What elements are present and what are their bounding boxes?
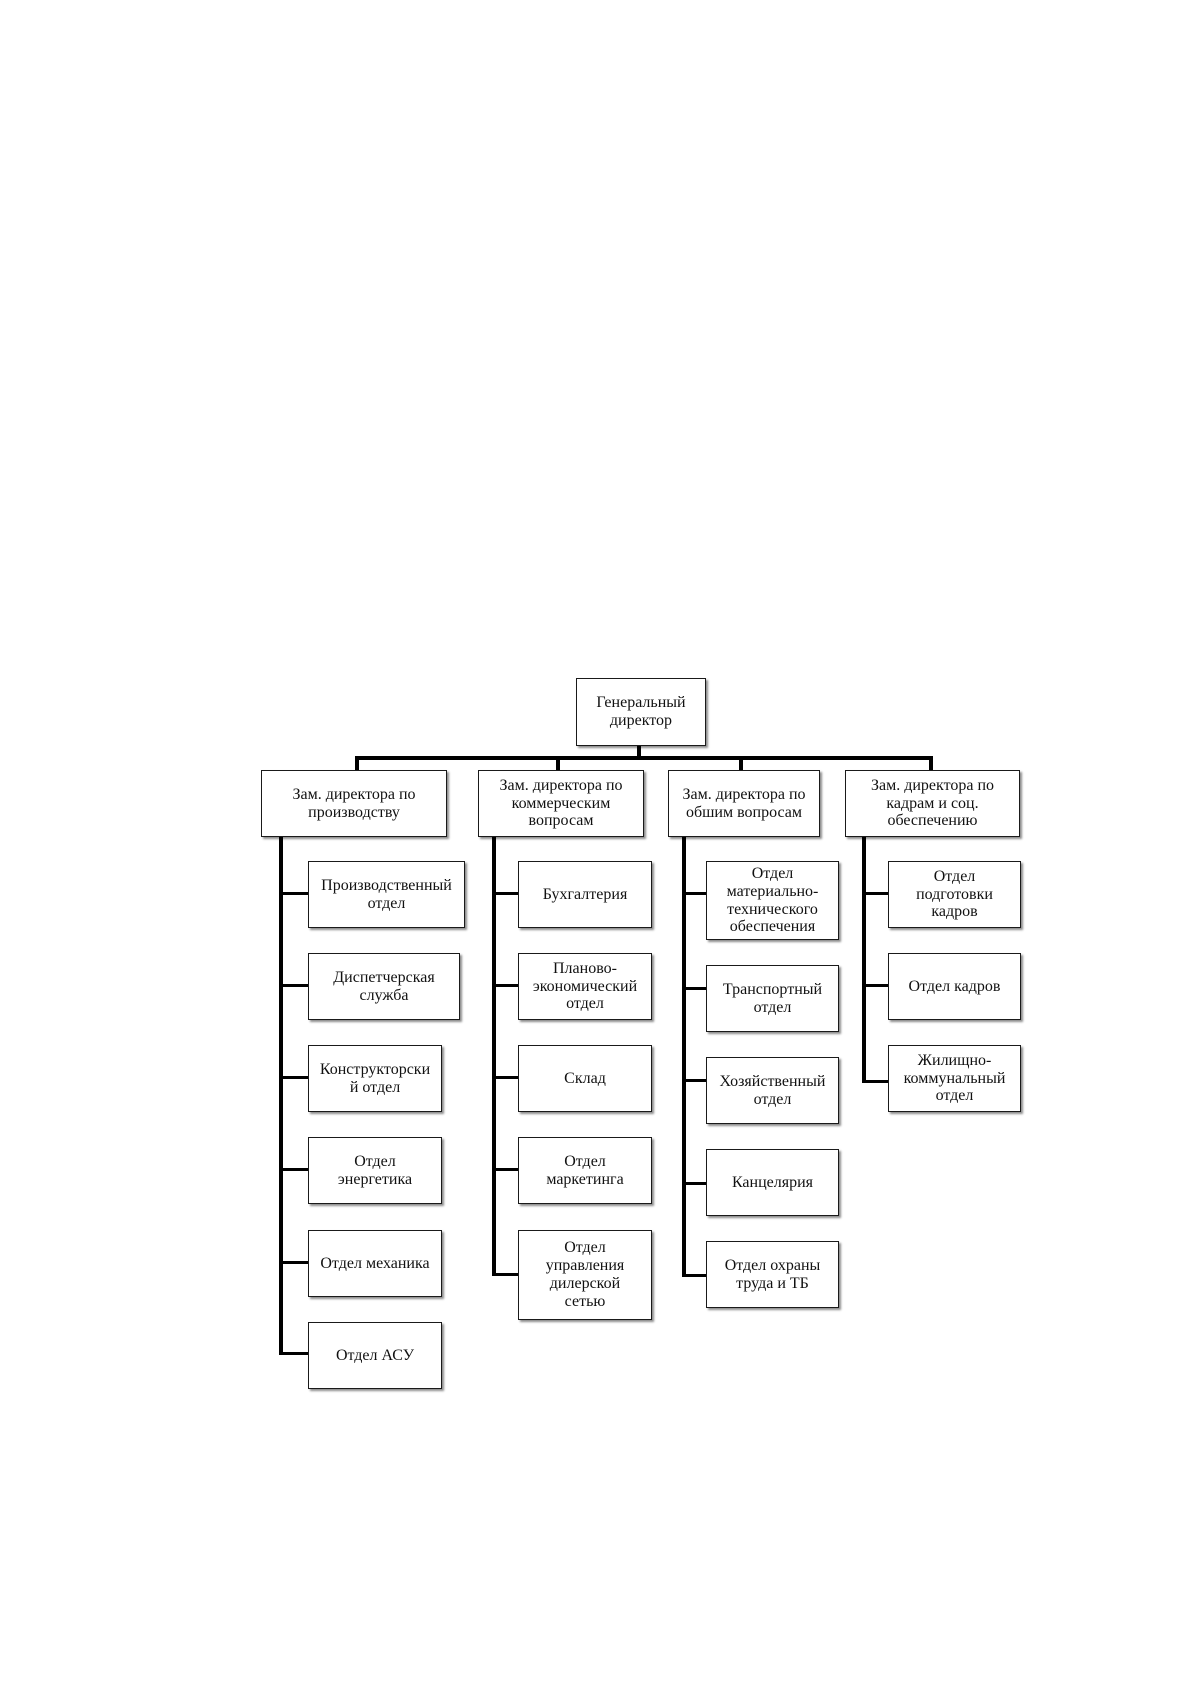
deputy-4-drop xyxy=(929,756,933,771)
department-box: Склад xyxy=(518,1045,652,1112)
department-label: Бухгалтерия xyxy=(542,885,628,903)
department-box: Отдел кадров xyxy=(888,953,1021,1020)
root-connector xyxy=(637,745,641,760)
branch-1-tick xyxy=(279,984,308,987)
branch-2-tick xyxy=(492,984,518,987)
department-box: Канцелярия xyxy=(706,1149,839,1216)
deputy-2-drop xyxy=(556,756,560,771)
branch-4-spine xyxy=(862,836,866,1083)
branch-4-tick xyxy=(862,1080,888,1083)
branch-3-tick xyxy=(682,1182,706,1185)
branch-3-spine xyxy=(682,836,686,1277)
deputy-3-drop xyxy=(739,756,743,771)
branch-2-spine xyxy=(492,836,496,1276)
department-label: Канцелярия xyxy=(731,1173,814,1191)
department-label: Отдел кадров xyxy=(908,977,1001,995)
branch-3-tick xyxy=(682,1274,706,1277)
branch-3-tick xyxy=(682,892,706,895)
deputies-horizontal-connector xyxy=(355,756,933,760)
branch-2-tick xyxy=(492,1273,518,1276)
branch-1-tick xyxy=(279,1168,308,1171)
deputy-1-drop xyxy=(355,756,359,771)
branch-1-tick xyxy=(279,1076,308,1079)
branch-1-spine xyxy=(279,836,283,1354)
branch-4-tick xyxy=(862,984,888,987)
department-label: Отдел механика xyxy=(320,1254,430,1272)
branch-3-tick xyxy=(682,1079,706,1082)
branch-1-tick xyxy=(279,1261,308,1264)
department-box: Бухгалтерия xyxy=(518,861,652,928)
branch-2-tick xyxy=(492,1168,518,1171)
branch-3-tick xyxy=(682,987,706,990)
branch-2-tick xyxy=(492,1076,518,1079)
department-box: Отдел механика xyxy=(308,1230,442,1297)
branch-1-tick xyxy=(279,1352,308,1355)
department-label: Склад xyxy=(564,1069,606,1087)
branch-4-tick xyxy=(862,892,888,895)
department-label: Отдел АСУ xyxy=(335,1346,415,1364)
branch-2-tick xyxy=(492,892,518,895)
department-box: Отдел АСУ xyxy=(308,1322,442,1389)
branch-1-tick xyxy=(279,892,308,895)
